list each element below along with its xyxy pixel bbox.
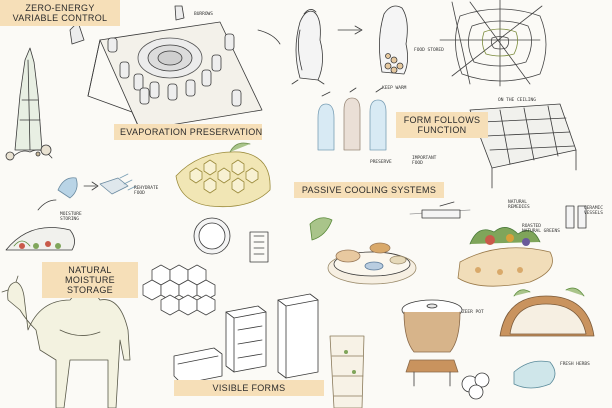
honeycomb-bread-sketch [175, 142, 271, 207]
glass-cabinet-sketch [329, 335, 365, 408]
note-food-stored: FOOD STORED [414, 48, 444, 53]
storage-cabinet-sketch [225, 293, 319, 379]
arrow-head-icon [354, 25, 363, 35]
note-burrows: BURROWS [194, 12, 213, 17]
note-moisture-storing: MOISTURE STORING [60, 212, 82, 222]
label-form-follows-function: FORM FOLLOWS FUNCTION [396, 112, 488, 138]
label-evaporation-preservation: EVAPORATION PRESERVATION [114, 124, 262, 140]
note-fresh-herbs: FRESH HERBS [560, 362, 590, 367]
cutting-board-sketch [457, 227, 553, 287]
label-passive-cooling: PASSIVE COOLING SYSTEMS [294, 182, 444, 198]
note-rehydrate-food: REHYDRATE FOOD [134, 186, 159, 196]
penguin-egg-sketch [379, 5, 408, 75]
note-roasted-greens: ROASTED NATURAL GREENS [522, 224, 560, 234]
ceiling-structure-sketch [469, 103, 577, 189]
label-natural-moisture: NATURAL MOISTURE STORAGE [42, 262, 138, 298]
note-important-food: IMPORTANT FOOD [412, 156, 437, 166]
note-preserve: PRESERVE [370, 160, 392, 165]
ceramic-vessels-sketch [565, 205, 587, 229]
flower-sketch [461, 372, 490, 400]
dome-plant-sketch [5, 227, 75, 251]
note-ceramic-vessels: CERAMIC VESSELS [584, 206, 603, 216]
label-visible-forms: VISIBLE FORMS [174, 380, 324, 396]
termite-mound-sketch [5, 47, 53, 161]
connector-arrow-icon [257, 29, 281, 45]
bowl-sketch [513, 360, 556, 389]
storage-pods-sketch [317, 87, 387, 151]
food-platter-sketch [327, 242, 417, 285]
note-natural-remedies: NATURAL REMEDIES [508, 200, 530, 210]
evaporation-platform-sketch [69, 5, 263, 131]
zeer-pot-sketch [401, 299, 463, 387]
connector-arrow-icon [37, 199, 57, 211]
wooden-arch-sketch [499, 287, 595, 337]
note-keep-warm: KEEP WARM [382, 86, 407, 91]
note-zeer-pot: ZEER POT [462, 310, 484, 315]
hexagon-grid-sketch [142, 264, 216, 316]
note-on-the-ceiling: ON THE CEILING [498, 98, 536, 103]
moisture-pouch-sketch [57, 173, 137, 199]
penguin-sketch [291, 9, 325, 85]
label-zero-energy: ZERO-ENERGY VARIABLE CONTROL [0, 0, 120, 26]
herb-planter-sketch [309, 209, 471, 241]
round-vessel-sketch [193, 217, 269, 263]
shelf-sketch [173, 347, 223, 385]
connector-arrow-icon [439, 201, 455, 207]
spider-web-sketch [439, 0, 547, 87]
